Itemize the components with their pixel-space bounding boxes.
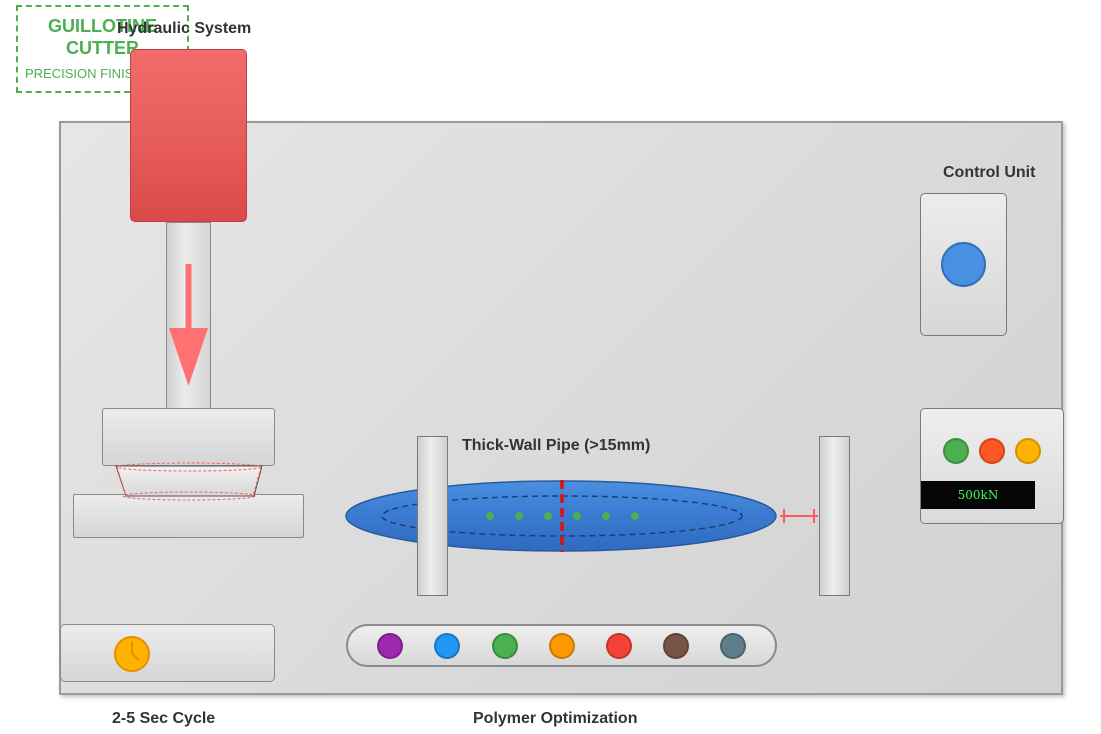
pipe-label: Thick-Wall Pipe (>15mm): [462, 437, 651, 454]
logo-title-line1: GUILLOTINE: [48, 16, 157, 36]
hydraulic-cylinder[interactable]: [130, 49, 247, 222]
cycle-timer-panel: [60, 624, 275, 682]
polymer-sample-purple[interactable]: [377, 633, 403, 659]
down-arrow-icon: [169, 264, 208, 386]
polymer-sample-red[interactable]: [606, 633, 632, 659]
polymer-sample-green[interactable]: [492, 633, 518, 659]
pipe-particles: [486, 512, 639, 520]
polymer-label: Polymer Optimization: [473, 710, 638, 727]
logo-title: GUILLOTINE CUTTER: [16, 15, 189, 59]
thick-wall-pipe[interactable]: [344, 478, 824, 554]
polymer-sample-orange[interactable]: [549, 633, 575, 659]
guillotine-blade[interactable]: [112, 460, 266, 502]
control-unit-label: Control Unit: [943, 164, 1036, 181]
pipe-clamp-right: [819, 436, 850, 596]
logo-title-line2: CUTTER: [66, 38, 139, 58]
pipe-clamp-left: [417, 436, 448, 596]
status-led-orange: [979, 438, 1005, 464]
polymer-sample-slate[interactable]: [720, 633, 746, 659]
clock-icon: [114, 636, 150, 672]
status-led-amber: [1015, 438, 1041, 464]
polymer-sample-blue[interactable]: [434, 633, 460, 659]
wall-thickness-indicator: [780, 509, 818, 523]
control-button[interactable]: [941, 242, 986, 287]
hydraulic-label: Hydraulic System: [117, 20, 252, 37]
polymer-sample-brown[interactable]: [663, 633, 689, 659]
blade-holder: [102, 408, 275, 466]
cycle-label: 2-5 Sec Cycle: [112, 710, 216, 727]
force-display: 500kN: [921, 481, 1035, 509]
status-led-green: [943, 438, 969, 464]
